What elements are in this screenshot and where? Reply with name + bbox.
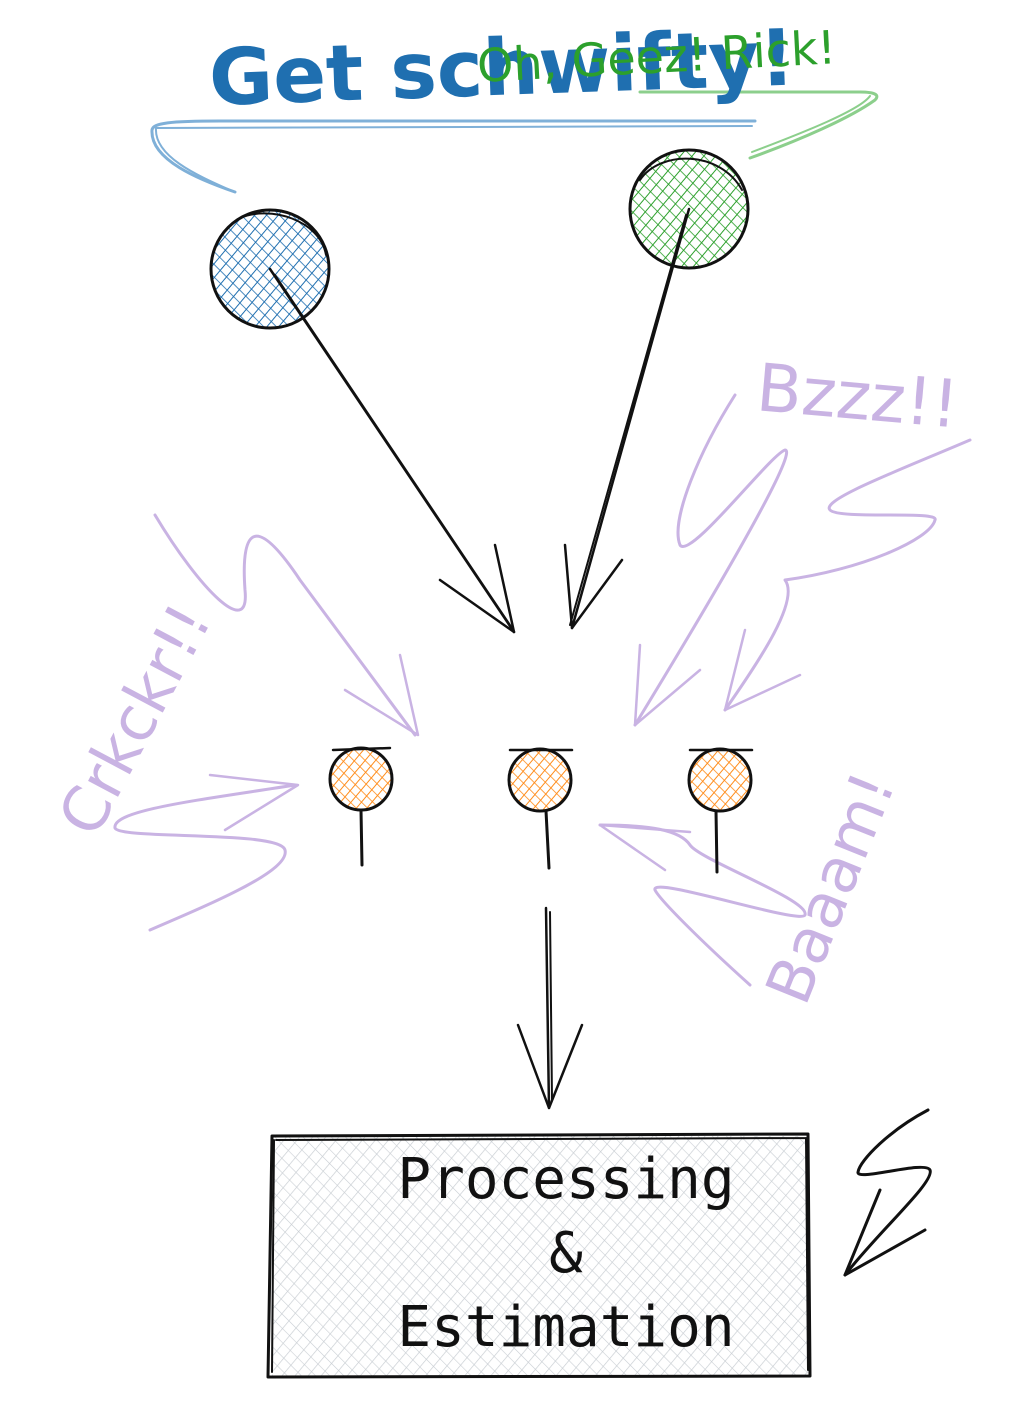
noise-text-right-top: Bzzz!! (754, 349, 962, 443)
sensor-node-1 (328, 746, 394, 867)
blue-speech-text: Get schwifty! (208, 14, 797, 124)
noise-zigzag-left-top (153, 513, 420, 737)
processing-label-line2: & (549, 1221, 583, 1286)
lightning-bolt-icon (843, 1108, 932, 1277)
noise-zigzag-left-bottom (113, 773, 300, 932)
arrow-green-to-array (563, 207, 691, 630)
sensor-node-2 (507, 747, 574, 870)
blue-speech-callout (150, 119, 757, 194)
arrow-array-to-processing (516, 906, 584, 1110)
arrow-blue-to-array (268, 267, 516, 634)
processing-label-line1: Processing (397, 1147, 734, 1212)
noise-text-right-bottom: Baaam! (751, 762, 909, 1014)
sensor-node-3 (687, 747, 754, 874)
processing-box (266, 1132, 812, 1379)
noise-text-left: Crkckr!! (44, 592, 226, 847)
processing-label-line3: Estimation (397, 1295, 734, 1360)
noise-zigzag-right-top-1 (633, 393, 789, 727)
green-speech-callout (638, 90, 879, 160)
noise-zigzag-right-top-2 (723, 438, 972, 712)
noise-zigzag-right-bottom (598, 823, 807, 987)
